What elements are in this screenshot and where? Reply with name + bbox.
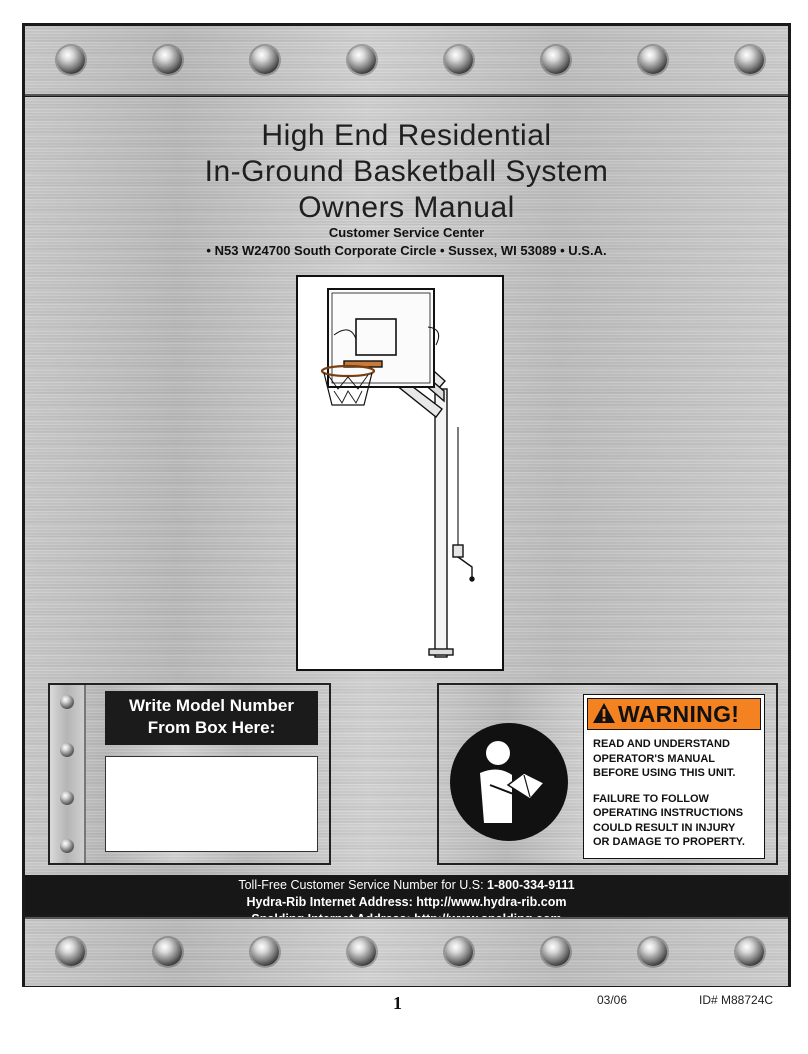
rivet-icon <box>60 695 74 709</box>
rivet-icon <box>60 791 74 805</box>
toll-free-label: Toll-Free Customer Service Number for U.… <box>238 878 484 892</box>
product-illustration <box>296 275 504 671</box>
warning-header: WARNING! <box>587 698 761 730</box>
warning-triangle-icon <box>593 703 615 723</box>
rivet-icon <box>639 938 667 966</box>
title-line-3: Owners Manual <box>298 191 515 224</box>
toll-free-number: 1-800-334-9111 <box>487 878 575 892</box>
read-manual-icon <box>450 723 568 841</box>
contact-band: Toll-Free Customer Service Number for U.… <box>25 875 788 926</box>
document-id: ID# M88724C <box>699 993 774 1007</box>
rivet-icon <box>60 743 74 757</box>
model-number-box: Write Model Number From Box Here: <box>48 683 331 865</box>
warning-text-failure: FAILURE TO FOLLOW OPERATING INSTRUCTIONS… <box>593 792 745 849</box>
rivet-icon <box>154 938 182 966</box>
warning-text: READ AND UNDERSTAND OPERATOR'S MANUAL BE… <box>593 737 763 861</box>
basketball-system-icon <box>320 288 475 658</box>
rivet-icon <box>251 46 279 74</box>
title-line-2: In-Ground Basketball System <box>204 155 609 188</box>
customer-service-label: Customer Service Center <box>328 225 485 240</box>
rivet-icon <box>60 839 74 853</box>
warning-box: WARNING! READ AND UNDERSTAND OPERATOR'S … <box>437 683 778 865</box>
warning-word: WARNING! <box>618 701 740 727</box>
rivet-icon <box>154 46 182 74</box>
model-box-rail <box>50 685 86 863</box>
warning-text-read-manual: READ AND UNDERSTAND OPERATOR'S MANUAL BE… <box>593 738 736 779</box>
model-heading-line-1: Write Model Number <box>129 696 294 715</box>
rivet-icon <box>251 938 279 966</box>
warning-label: WARNING! READ AND UNDERSTAND OPERATOR'S … <box>583 694 765 859</box>
date-code: 03/06 <box>597 993 628 1007</box>
page-number: 1 <box>393 993 402 1013</box>
rivet-icon <box>57 46 85 74</box>
model-number-write-area <box>105 756 318 852</box>
rivet-icon <box>736 46 764 74</box>
model-number-heading: Write Model Number From Box Here: <box>105 691 318 745</box>
model-heading-line-2: From Box Here: <box>147 718 276 737</box>
bottom-rivet-strip <box>25 917 788 986</box>
manual-cover: High End Residential In-Ground Basketbal… <box>22 23 791 987</box>
rivet-icon <box>348 938 376 966</box>
hydra-rib-address: Hydra-Rib Internet Address: http://www.h… <box>246 895 567 909</box>
rivet-icon <box>57 938 85 966</box>
title-line-1: High End Residential <box>261 119 552 152</box>
rivet-icon <box>639 46 667 74</box>
top-rivet-strip <box>25 26 788 96</box>
rivet-icon <box>736 938 764 966</box>
rivet-icon <box>542 938 570 966</box>
rivet-icon <box>445 46 473 74</box>
rivet-icon <box>348 46 376 74</box>
toll-free-line: Toll-Free Customer Service Number for U.… <box>25 875 788 894</box>
manual-title: High End Residential In-Ground Basketbal… <box>22 118 791 226</box>
customer-service-address: • N53 W24700 South Corporate Circle • Su… <box>206 243 607 258</box>
rivet-icon <box>542 46 570 74</box>
rivet-icon <box>445 938 473 966</box>
